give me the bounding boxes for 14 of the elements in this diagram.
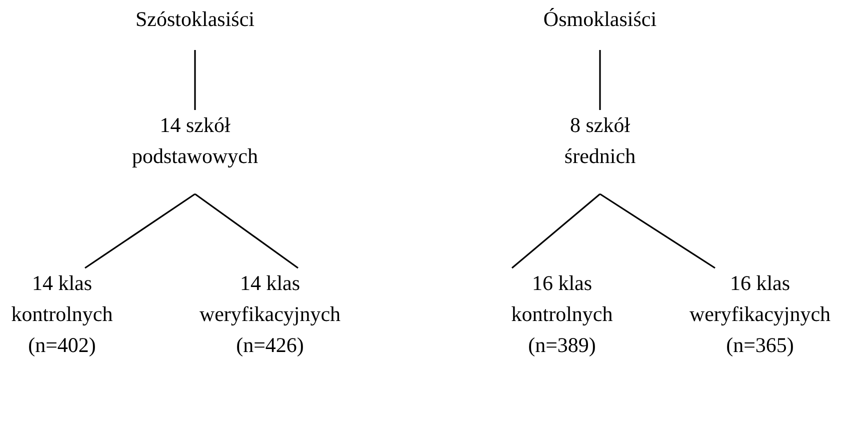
node-label: Szóstoklasiści <box>136 6 254 33</box>
node-label: 16 klas kontrolnych (n=389) <box>510 270 614 359</box>
connector-line <box>194 50 196 110</box>
connector-line <box>600 193 716 269</box>
connector-line <box>599 50 601 110</box>
node-label: 14 szkół podstawowych <box>131 112 259 170</box>
node-label: 14 klas kontrolnych (n=402) <box>10 270 114 359</box>
node-label: 16 klas weryfikacyjnych (n=365) <box>688 270 832 359</box>
connector-line <box>84 193 196 269</box>
connector-line <box>511 193 601 269</box>
node-label: Ósmoklasiści <box>543 6 657 33</box>
node-label: 8 szkół średnich <box>563 112 637 170</box>
node-label: 14 klas weryfikacyjnych (n=426) <box>198 270 342 359</box>
connector-line <box>194 193 298 269</box>
